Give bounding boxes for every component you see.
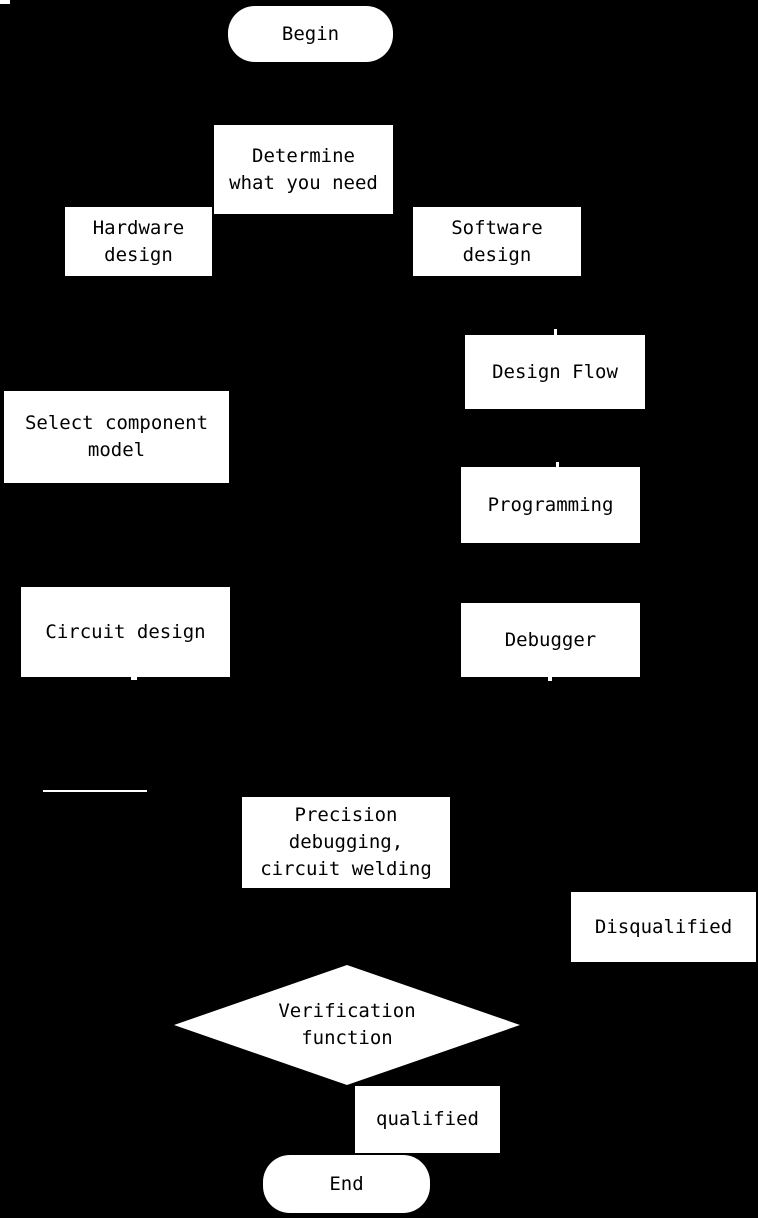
connector-stub [131, 677, 137, 680]
node-begin-label: Begin [281, 22, 340, 45]
node-select-component-line-1: Select component [24, 412, 209, 434]
node-design-flow-label: Design Flow [492, 360, 618, 383]
node-determine-line-1: Determine [252, 144, 355, 167]
node-verification-line-2: function [301, 1027, 393, 1049]
node-precision-debugging-circuit-welding: Precision debugging, circuit welding [242, 797, 450, 888]
connector-stub [548, 677, 552, 681]
node-qualified-label: qualified [376, 1108, 479, 1130]
node-circuit-design: Circuit design [21, 587, 230, 677]
connector-stub [554, 329, 557, 335]
node-precision-line-3: circuit welding [260, 858, 432, 880]
node-verification-line-1: Verification [278, 1000, 416, 1022]
node-software-line-2: design [462, 243, 532, 266]
node-hardware-design: Hardware design [65, 207, 212, 276]
node-select-component-line-2: model [87, 439, 146, 461]
node-determine-line-2: what you need [229, 171, 378, 194]
node-design-flow: Design Flow [465, 335, 645, 409]
node-hardware-line-2: design [104, 243, 173, 266]
node-software-design: Software design [413, 207, 581, 276]
node-hardware-line-1: Hardware [92, 216, 185, 239]
node-precision-line-2: debugging, [288, 831, 404, 853]
node-qualified: qualified [355, 1086, 500, 1153]
node-select-component-model: Select component model [4, 391, 229, 483]
node-circuit-design-label: Circuit design [45, 620, 206, 643]
node-debugger: Debugger [461, 603, 640, 677]
connector-stub [556, 462, 559, 467]
node-programming-label: Programming [487, 493, 614, 516]
node-debugger-label: Debugger [504, 628, 597, 651]
node-verification-function-decision: Verification function [174, 965, 520, 1085]
node-determine-what-you-need: Determine what you need [214, 125, 393, 214]
node-programming: Programming [461, 467, 640, 543]
node-end-terminator: End [263, 1155, 430, 1213]
edge-artifact [0, 0, 10, 4]
node-disqualified-label: Disqualified [594, 915, 733, 938]
node-end-label: End [329, 1172, 364, 1195]
node-precision-line-1: Precision [294, 804, 398, 826]
node-begin-terminator: Begin [228, 6, 393, 62]
connector-stub [43, 790, 147, 792]
node-software-line-1: Software [451, 216, 543, 239]
node-disqualified: Disqualified [571, 892, 756, 962]
